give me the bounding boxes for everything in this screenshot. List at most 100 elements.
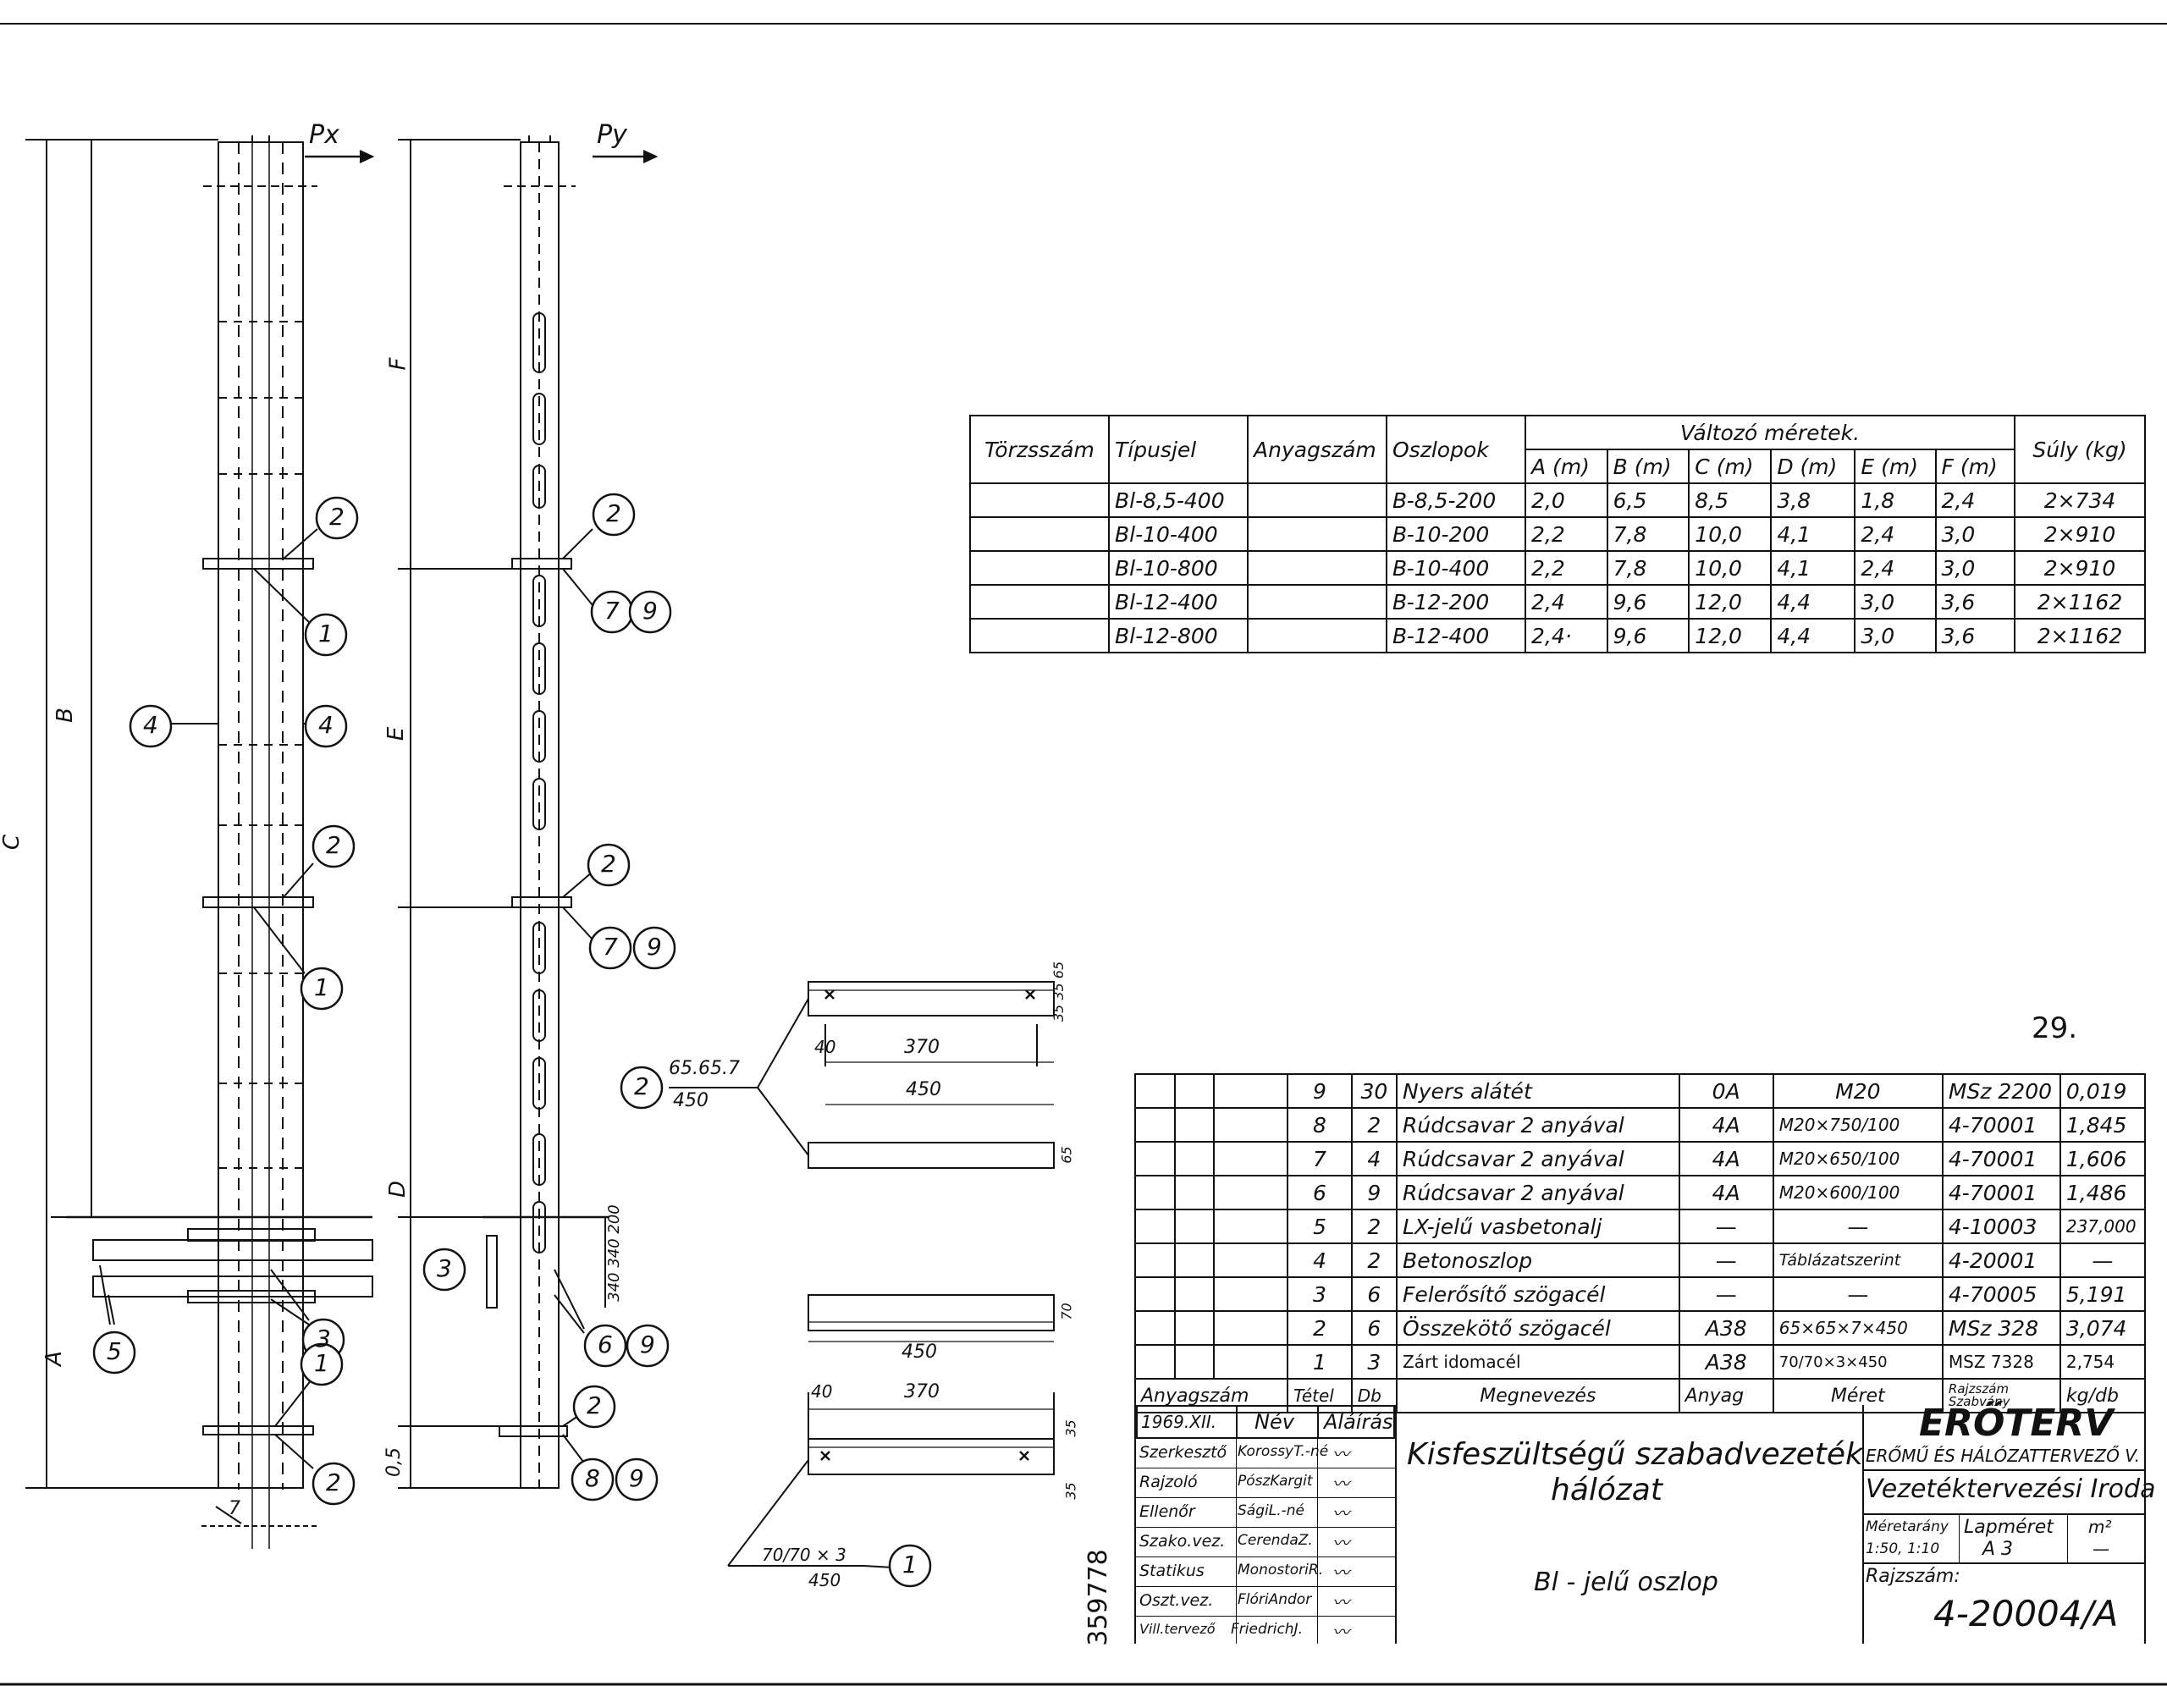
- anyag-cell: A38: [1678, 1344, 1774, 1380]
- header-kgdb: kg/db: [2059, 1378, 2147, 1413]
- value-cell: 7,8: [1606, 516, 1690, 552]
- oszlop-cell: B-10-200: [1386, 516, 1526, 552]
- dim-450-b: 450: [902, 1342, 937, 1363]
- table-row: Bl-10-800 B-10-400 2,2 7,8 10,0 4,1 2,4 …: [969, 550, 2146, 586]
- oszlop-cell: B-10-400: [1386, 550, 1526, 586]
- role-name: SágiL.-né: [1238, 1502, 1304, 1519]
- signature-icon: 〰: [1332, 1622, 1349, 1642]
- name-cell: LX-jelű vasbetonalj: [1396, 1209, 1680, 1244]
- value-cell: 10,0: [1688, 516, 1773, 552]
- callout-left-6: 1: [314, 973, 329, 1001]
- role-row: Szerkesztő KorossyT.-né 〰: [1136, 1439, 1395, 1468]
- cell: [1213, 1276, 1289, 1312]
- company-subtitle: ERŐMŰ ÉS HÁLÓZATTERVEZŐ V.: [1866, 1446, 2140, 1466]
- value-cell: 10,0: [1688, 550, 1773, 586]
- torzsszam-cell: [969, 482, 1110, 518]
- cell: [1173, 1175, 1216, 1210]
- szabvany-cell: 4-70005: [1941, 1276, 2061, 1312]
- cell: [1173, 1073, 1216, 1109]
- cell: [1213, 1107, 1289, 1143]
- cell: [1134, 1107, 1176, 1143]
- meret-cell: 70/70×3×450: [1772, 1344, 1944, 1380]
- force-x-label: Px: [309, 120, 339, 150]
- name-cell: Összekötő szögacél: [1396, 1310, 1680, 1346]
- callout-right-9: 9: [640, 1331, 655, 1358]
- force-y-label: Py: [597, 120, 627, 150]
- header-suly: Súly (kg): [2014, 415, 2146, 484]
- role-name: FlóriAndor: [1238, 1591, 1312, 1608]
- signature-icon: 〰: [1332, 1503, 1349, 1523]
- parts-table: 9 30 Nyers alátét 0A M20 MSz 2200 0,019 …: [1133, 1073, 2147, 1413]
- role-label: Szako.vez.: [1139, 1532, 1226, 1551]
- header-anyag: Anyag: [1678, 1378, 1774, 1413]
- cell: [1173, 1107, 1216, 1143]
- table-row: 5 2 LX-jelű vasbetonalj — — 4-10003 237,…: [1134, 1209, 2147, 1244]
- project-title-line1: Kisfeszültségű szabadvezeték: [1407, 1437, 1863, 1472]
- torzsszam-cell: [969, 584, 1110, 620]
- dim-side: 35 35 65: [1050, 961, 1067, 1022]
- meret-cell: M20×750/100: [1772, 1107, 1944, 1143]
- table-row: Bl-10-400 B-10-200 2,2 7,8 10,0 4,1 2,4 …: [969, 516, 2146, 552]
- header-tetel: Tétel: [1287, 1378, 1353, 1413]
- anyagszam-cell: [1247, 618, 1387, 653]
- header-valtozo-meretek: Változó méretek.: [1525, 415, 2015, 450]
- value-cell: 8,5: [1688, 482, 1773, 518]
- header-anyagszam: Anyagszám: [1133, 1378, 1289, 1413]
- table-row: 2 6 Összekötő szögacél A38 65×65×7×450 M…: [1134, 1310, 2147, 1346]
- company-logo: ERŐTERV: [1919, 1402, 2114, 1445]
- tipusjel-cell: Bl-12-400: [1108, 584, 1249, 620]
- meret-cell: —: [1772, 1276, 1944, 1312]
- cell: [1134, 1209, 1176, 1244]
- dim-a-label: A: [41, 1351, 67, 1366]
- suly-cell: 2×1162: [2014, 618, 2146, 653]
- title-col-nev: Név: [1254, 1410, 1294, 1434]
- cell: [1173, 1276, 1216, 1312]
- role-label: Ellenőr: [1139, 1502, 1195, 1521]
- tetel-cell: 6: [1287, 1175, 1353, 1210]
- value-cell: 12,0: [1688, 584, 1773, 620]
- angle-label-bottom: 450: [673, 1090, 709, 1111]
- meret-cell: M20×600/100: [1772, 1175, 1944, 1210]
- signature-icon: 〰: [1332, 1444, 1349, 1464]
- tetel-cell: 3: [1287, 1276, 1353, 1312]
- kg-cell: 5,191: [2059, 1276, 2147, 1312]
- callout-left-9: 1: [314, 1349, 329, 1377]
- table-row: 7 4 Rúdcsavar 2 anyával 4A M20×650/100 4…: [1134, 1141, 2147, 1176]
- name-cell: Nyers alátét: [1396, 1073, 1680, 1109]
- dim-d-label: D: [385, 1180, 411, 1198]
- tipusjel-cell: Bl-12-800: [1108, 618, 1249, 653]
- value-cell: 2,2: [1525, 516, 1608, 552]
- sub-f: F (m): [1934, 449, 2016, 484]
- header-meret: Méret: [1772, 1378, 1944, 1413]
- bottom-dim-label: 7: [229, 1498, 240, 1519]
- sheet-value: A 3: [1982, 1539, 2014, 1560]
- role-name: KorossyT.-né: [1238, 1443, 1329, 1460]
- role-label: Statikus: [1139, 1562, 1205, 1580]
- value-cell: 3,0: [1854, 618, 1937, 653]
- dimensions-table: Törzsszám Típusjel Anyagszám Oszlopok Vá…: [969, 415, 2146, 653]
- cell: [1173, 1209, 1216, 1244]
- torzsszam-cell: [969, 550, 1110, 586]
- callout-right-11: 8: [585, 1464, 600, 1492]
- meret-cell: —: [1772, 1209, 1944, 1244]
- table-row: 4 2 Betonoszlop — Táblázatszerint 4-2000…: [1134, 1242, 2147, 1278]
- callout-right-4: 2: [601, 850, 616, 878]
- value-cell: 4,4: [1770, 618, 1856, 653]
- title-date: 1969.XII.: [1141, 1412, 1217, 1432]
- szabvany-cell: MSz 328: [1941, 1310, 2061, 1346]
- callout-right-12: 9: [629, 1464, 644, 1492]
- value-cell: 2,4: [1934, 482, 2016, 518]
- szabvany-cell: MSZ 7328: [1941, 1344, 2061, 1380]
- callout-right-10: 2: [587, 1391, 602, 1419]
- callout-right-5: 7: [603, 933, 618, 961]
- role-row: Oszt.vez. FlóriAndor 〰: [1136, 1587, 1395, 1617]
- value-cell: 2,4: [1525, 584, 1608, 620]
- anyag-cell: —: [1678, 1209, 1774, 1244]
- tetel-cell: 4: [1287, 1242, 1353, 1278]
- bar-label-bottom: 450: [808, 1570, 841, 1590]
- signature-icon: 〰: [1332, 1474, 1349, 1494]
- suly-cell: 2×910: [2014, 516, 2146, 552]
- scale-value: 1:50, 1:10: [1866, 1540, 1940, 1557]
- meret-cell: M20×650/100: [1772, 1141, 1944, 1176]
- db-cell: 30: [1350, 1073, 1398, 1109]
